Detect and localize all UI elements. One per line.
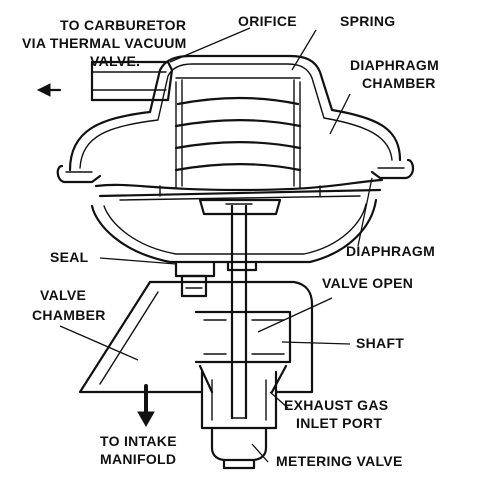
label-metering-valve: METERING VALVE: [276, 453, 403, 469]
metering-valve-assembly: [200, 370, 278, 470]
valve-chamber-body: [78, 280, 314, 394]
diaphragm-cover: [56, 54, 415, 184]
label-diaphragm: DIAPHRAGM: [346, 243, 435, 259]
label-spring: SPRING: [340, 13, 395, 29]
label-valve-chamber-line1: VALVE: [40, 287, 86, 303]
label-orifice: ORIFICE: [238, 13, 297, 29]
label-seal: SEAL: [50, 249, 89, 265]
diaphragm: [94, 178, 384, 201]
leader-lines: [59, 27, 373, 463]
label-valve-open: VALVE OPEN: [322, 275, 413, 291]
label-exhaust-line2: INLET PORT: [296, 415, 382, 431]
label-diaphragm-chamber-line2: CHAMBER: [362, 75, 436, 91]
label-diaphragm-chamber-line1: DIAPHRAGM: [350, 57, 439, 73]
label-carburetor-line3: VALVE.: [90, 53, 140, 69]
label-intake-line1: TO INTAKE: [100, 433, 177, 449]
diagram-labels: TO CARBURETOR VIA THERMAL VACUUM VALVE. …: [22, 13, 439, 469]
label-valve-chamber-line2: CHAMBER: [32, 307, 106, 323]
spring: [174, 77, 302, 189]
label-intake-line2: MANIFOLD: [100, 451, 176, 467]
label-shaft: SHAFT: [356, 335, 404, 351]
label-exhaust-line1: EXHAUST GAS: [284, 397, 388, 413]
label-carburetor-line2: VIA THERMAL VACUUM: [22, 35, 187, 51]
lower-housing: [90, 198, 378, 264]
intake-arrow: [137, 384, 155, 428]
label-carburetor-line1: TO CARBURETOR: [60, 17, 186, 33]
seal-nut: [174, 260, 258, 298]
